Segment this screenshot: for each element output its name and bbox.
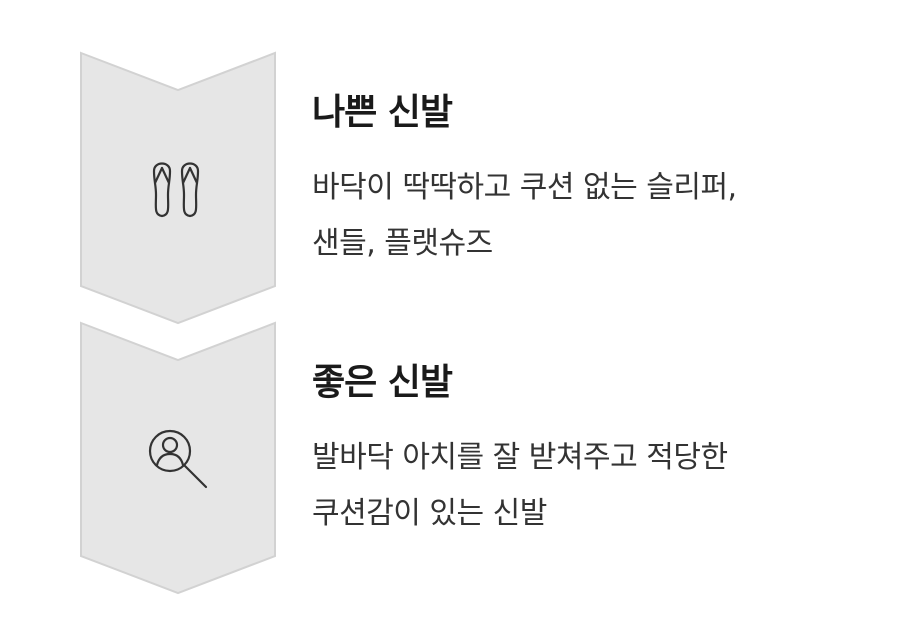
good-shoes-description: 발바닥 아치를 잘 받쳐주고 적당한 쿠션감이 있는 신발	[312, 430, 882, 542]
person-search-icon	[144, 425, 212, 493]
description-line: 샌들, 플랫슈즈	[312, 226, 493, 261]
flip-flops-icon	[144, 155, 212, 223]
bad-shoes-heading: 나쁜 신발	[312, 92, 453, 133]
chevron-step-marker	[80, 50, 276, 326]
good-shoes-text: 좋은 신발 발바닥 아치를 잘 받쳐주고 적당한 쿠션감이 있는 신발	[312, 358, 882, 542]
chevron-step-marker	[80, 320, 276, 596]
good-shoes-heading: 좋은 신발	[312, 362, 453, 403]
description-line: 쿠션감이 있는 신발	[312, 496, 547, 531]
bad-shoes-section: 나쁜 신발 바닥이 딱딱하고 쿠션 없는 슬리퍼, 샌들, 플랫슈즈	[0, 50, 906, 326]
bad-shoes-description: 바닥이 딱딱하고 쿠션 없는 슬리퍼, 샌들, 플랫슈즈	[312, 160, 882, 272]
description-line: 바닥이 딱딱하고 쿠션 없는 슬리퍼,	[312, 170, 737, 205]
good-shoes-section: 좋은 신발 발바닥 아치를 잘 받쳐주고 적당한 쿠션감이 있는 신발	[0, 320, 906, 596]
description-line: 발바닥 아치를 잘 받쳐주고 적당한	[312, 440, 728, 475]
bad-shoes-text: 나쁜 신발 바닥이 딱딱하고 쿠션 없는 슬리퍼, 샌들, 플랫슈즈	[312, 88, 882, 272]
